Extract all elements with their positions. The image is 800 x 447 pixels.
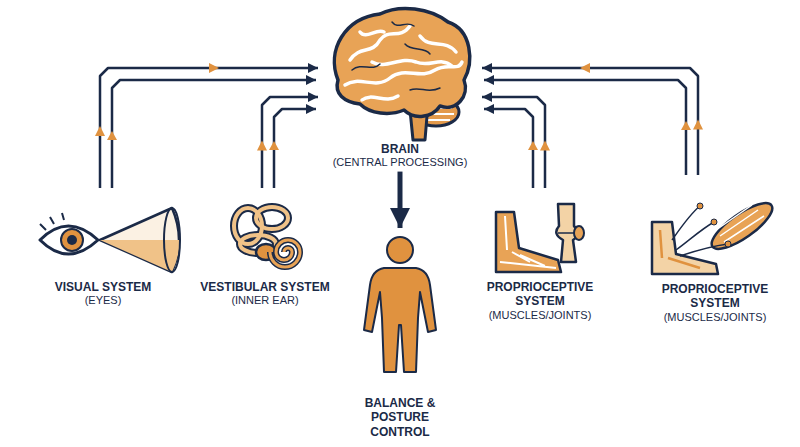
signal-line-shape bbox=[484, 109, 533, 188]
node-heading: VESTIBULAR SYSTEM bbox=[195, 280, 335, 294]
signal-line-shape bbox=[274, 109, 316, 188]
node-subtitle: (EYES) bbox=[28, 294, 178, 307]
output-arrow bbox=[398, 172, 403, 228]
joint-illustration-shape bbox=[558, 232, 575, 234]
system-node: VISUAL SYSTEM(EYES) bbox=[28, 188, 178, 310]
system-node: PROPRIOCEPTIVE SYSTEM(MUSCLES/JOINTS) bbox=[640, 175, 790, 326]
person-figure bbox=[364, 237, 436, 372]
brain-illustration-shape bbox=[352, 22, 440, 90]
person-figure-shape bbox=[364, 268, 436, 372]
joint-illustration-shape bbox=[574, 226, 584, 240]
muscle-illustration-shape bbox=[716, 205, 764, 242]
brain-illustration-shape-shape bbox=[352, 64, 380, 70]
joint-illustration bbox=[496, 204, 584, 272]
node-heading: VISUAL SYSTEM bbox=[28, 280, 178, 294]
signal-arrow bbox=[482, 68, 698, 175]
flow-triangle bbox=[209, 63, 219, 73]
flow-triangle-shape bbox=[269, 141, 279, 150]
eye-illustration-shape bbox=[164, 208, 180, 272]
node-subtitle: (MUSCLES/JOINTS) bbox=[462, 309, 618, 322]
inner-ear-illustration-shape bbox=[270, 240, 300, 267]
brain-illustration-shape bbox=[334, 8, 469, 116]
inner-ear-illustration-shape bbox=[270, 240, 300, 267]
brain-illustration-shape-shape bbox=[420, 36, 456, 52]
signal-line-shape bbox=[484, 80, 686, 175]
flow-triangle bbox=[540, 141, 550, 151]
node-heading: BRAIN bbox=[318, 142, 482, 156]
muscle-illustration bbox=[652, 196, 778, 274]
signal-arrow bbox=[262, 97, 318, 188]
brain-illustration-shape bbox=[345, 26, 462, 100]
inner-ear-illustration bbox=[234, 207, 300, 267]
outcome-node: BALANCE & POSTURE CONTROL bbox=[340, 228, 460, 441]
signal-arrow bbox=[100, 68, 318, 188]
flow-triangle-shape bbox=[528, 141, 538, 150]
eye-illustration-shape bbox=[40, 213, 64, 230]
signal-arrow bbox=[482, 97, 545, 188]
node-heading: PROPRIOCEPTIVE SYSTEM bbox=[462, 280, 618, 309]
eye-illustration-shape bbox=[61, 229, 83, 251]
flow-triangle-shape bbox=[107, 131, 117, 140]
brain-illustration-shape-shape bbox=[350, 26, 410, 60]
flow-triangle-shape bbox=[681, 121, 691, 130]
system-node: PROPRIOCEPTIVE SYSTEM(MUSCLES/JOINTS) bbox=[462, 188, 618, 324]
brain-illustration-shape-shape bbox=[362, 96, 398, 100]
eye-illustration bbox=[40, 208, 180, 272]
inner-ear-illustration-shape-shape bbox=[256, 207, 288, 229]
muscle-illustration-shape bbox=[706, 196, 779, 257]
flow-triangle bbox=[580, 63, 590, 73]
node-subtitle: (MUSCLES/JOINTS) bbox=[640, 311, 790, 324]
muscle-illustration-shape bbox=[672, 206, 728, 256]
eye-illustration-shape bbox=[40, 226, 98, 254]
eye-illustration-shape bbox=[100, 208, 179, 272]
flow-triangle bbox=[693, 120, 703, 130]
brain-illustration-shape-shape bbox=[392, 22, 414, 26]
muscle-illustration-shape bbox=[711, 219, 717, 225]
brain-illustration-shape-shape bbox=[405, 44, 430, 54]
muscle-illustration-shape bbox=[697, 203, 703, 209]
node-heading: BALANCE & POSTURE CONTROL bbox=[344, 396, 456, 439]
joint-illustration-shape bbox=[496, 212, 561, 272]
node-subtitle: (CENTRAL PROCESSING) bbox=[318, 156, 482, 169]
brain-illustration-shape-shape bbox=[410, 88, 440, 90]
flow-triangle bbox=[257, 141, 267, 151]
eye-illustration-shape bbox=[67, 235, 77, 245]
joint-illustration-shape bbox=[500, 216, 556, 268]
muscle-illustration-shape bbox=[725, 241, 731, 247]
brain-illustration-shape-shape bbox=[360, 31, 384, 35]
system-node: VESTIBULAR SYSTEM(INNER EAR) bbox=[195, 188, 335, 310]
brain-illustration bbox=[334, 8, 469, 140]
joint-illustration-shape bbox=[556, 204, 577, 262]
node-heading: PROPRIOCEPTIVE SYSTEM bbox=[659, 282, 771, 311]
node-subtitle: (INNER EAR) bbox=[195, 294, 335, 307]
flow-triangle bbox=[95, 126, 105, 136]
brain-illustration-shape-shape bbox=[345, 62, 462, 85]
person-figure-shape bbox=[387, 237, 413, 263]
brain-node: BRAIN(CENTRAL PROCESSING) bbox=[318, 2, 482, 172]
brain-illustration-shape-shape bbox=[372, 60, 452, 66]
